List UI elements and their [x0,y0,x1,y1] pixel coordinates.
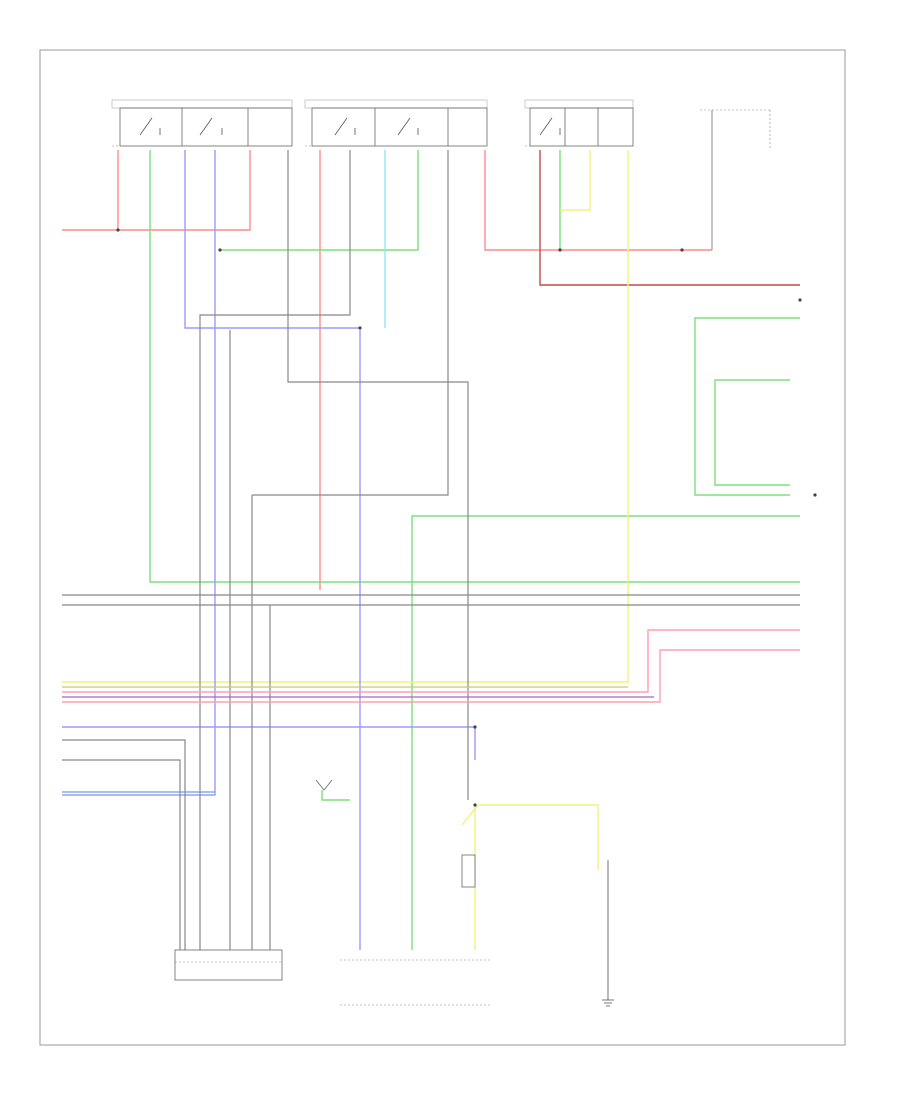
switch-module-center [304,99,488,147]
sensor-symbol [315,779,333,791]
switch-module-right [524,99,634,147]
wire-gray [62,150,800,1000]
wire-pink [62,629,800,703]
switch-module-left [111,99,293,147]
wire-yellow [62,150,629,950]
bottom-center-component [340,959,490,1006]
wire-green [149,150,800,950]
ground-symbol [602,999,614,1007]
splice-points [116,228,817,807]
wire-dark-red-top [539,150,800,286]
diagram-border [39,49,846,1046]
top-right-connector [700,109,771,250]
resistor-component [461,854,476,888]
bottom-left-connector [174,949,283,981]
wire-blue [62,150,476,950]
wire-red-top [62,150,712,590]
